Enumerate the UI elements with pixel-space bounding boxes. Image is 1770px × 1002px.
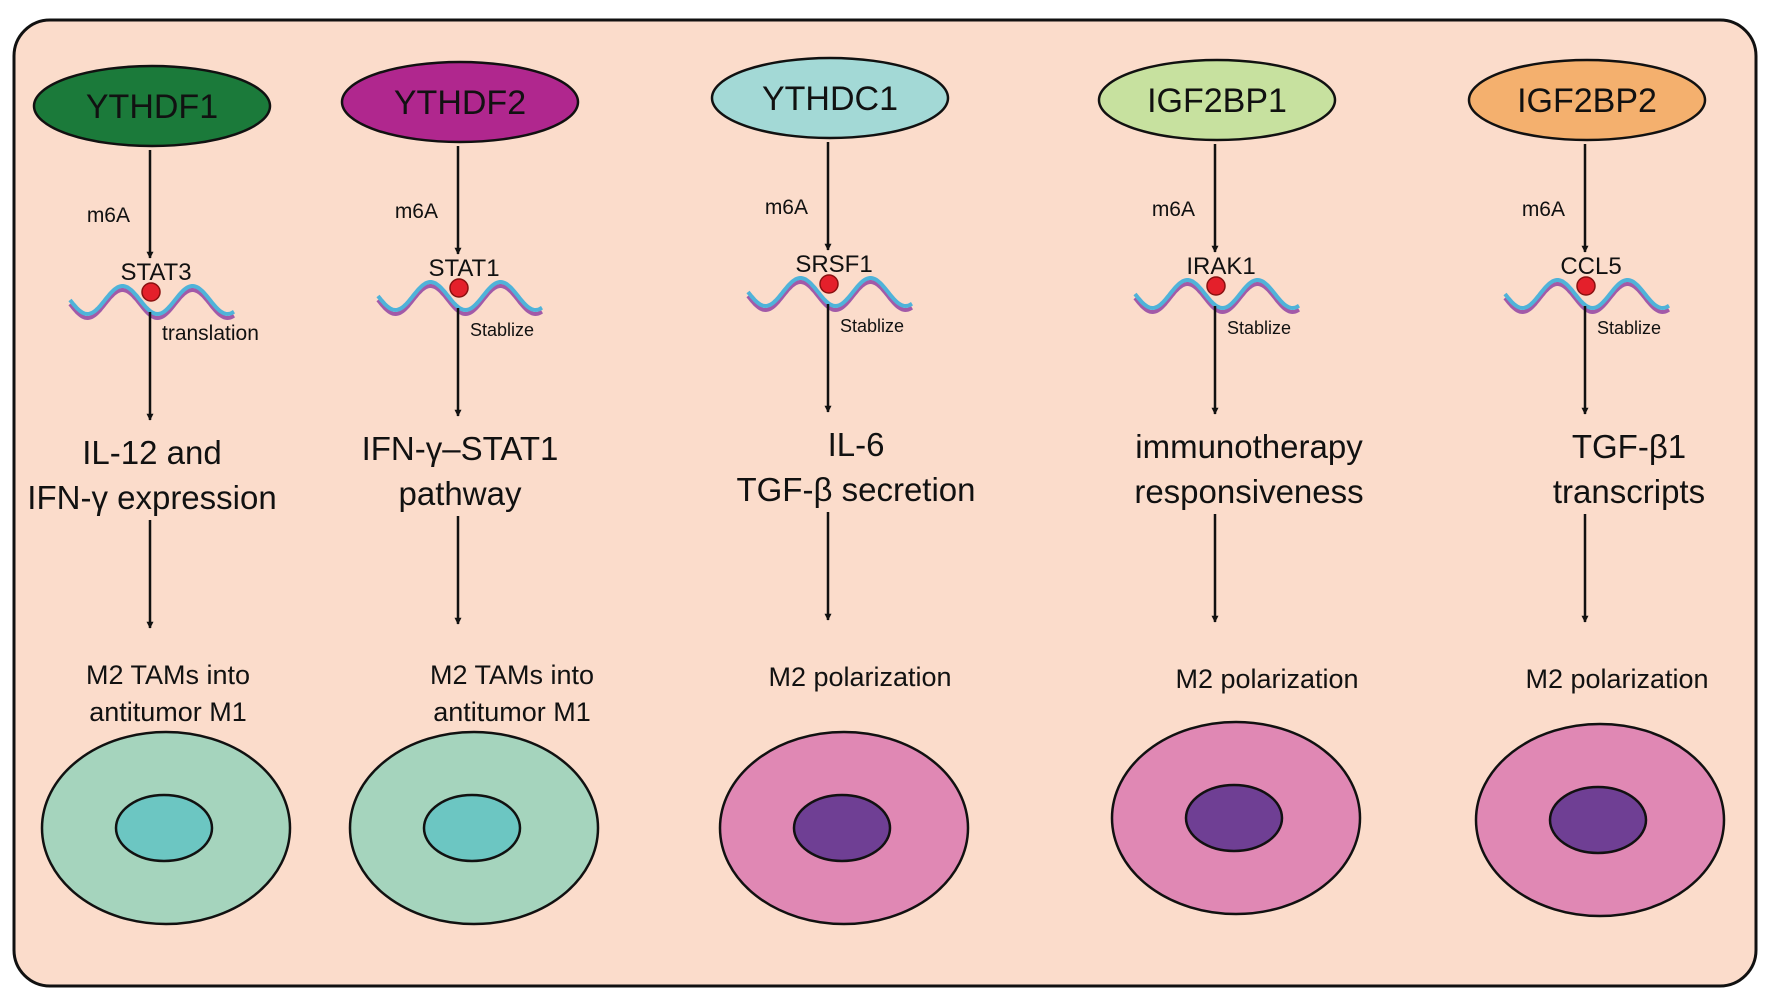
macrophage-result-line: M2 TAMs into bbox=[430, 660, 594, 690]
reader-name: YTHDF1 bbox=[86, 88, 218, 126]
m2-macrophage-icon bbox=[1110, 720, 1362, 916]
modification-label: m6A bbox=[395, 200, 438, 223]
m6a-site-icon bbox=[819, 274, 839, 294]
target-gene-label: STAT3 bbox=[120, 259, 191, 286]
macrophage-result-line: M2 polarization bbox=[1175, 664, 1358, 694]
reader-protein-ellipse bbox=[340, 60, 580, 144]
downstream-outcome-line: TGF-β1 bbox=[1572, 428, 1686, 465]
target-gene-label: CCL5 bbox=[1560, 253, 1621, 280]
macrophage-result-line: antitumor M1 bbox=[433, 697, 591, 727]
reader-name: YTHDF2 bbox=[394, 84, 526, 122]
mrna-strand bbox=[746, 280, 913, 313]
m2-macrophage-icon bbox=[718, 730, 970, 926]
mrna-strand bbox=[1133, 278, 1300, 311]
modification-label: m6A bbox=[765, 196, 808, 219]
cell-nucleus bbox=[1184, 783, 1284, 853]
reader-protein-ellipse bbox=[710, 56, 950, 140]
mrna-strand bbox=[376, 284, 543, 317]
mrna-strand bbox=[1133, 282, 1300, 315]
macrophage-result-line: M2 polarization bbox=[1525, 664, 1708, 694]
modification-label: m6A bbox=[87, 204, 130, 227]
cell-nucleus bbox=[422, 793, 522, 863]
cell-nucleus bbox=[792, 793, 892, 863]
macrophage-result-line: M2 TAMs into bbox=[86, 660, 250, 690]
downstream-outcome-line: IL-12 and bbox=[82, 434, 221, 471]
downstream-outcome-line: IFN-γ–STAT1 bbox=[362, 430, 559, 467]
regulation-effect-label: Stablize bbox=[840, 316, 904, 336]
mrna-strand bbox=[68, 284, 235, 317]
reader-protein-ellipse bbox=[32, 64, 272, 148]
downstream-outcome-line: IFN-γ expression bbox=[27, 479, 276, 516]
m6a-site-icon bbox=[1576, 276, 1596, 296]
modification-label: m6A bbox=[1152, 198, 1195, 221]
macrophage-result-line: M2 polarization bbox=[768, 662, 951, 692]
mrna-strand bbox=[68, 288, 235, 321]
macrophage-result-line: antitumor M1 bbox=[89, 697, 247, 727]
reader-name: IGF2BP1 bbox=[1147, 82, 1287, 120]
m2-macrophage-icon bbox=[1474, 722, 1726, 918]
m6a-site-icon bbox=[1206, 276, 1226, 296]
target-gene-label: IRAK1 bbox=[1186, 253, 1255, 280]
cell-nucleus bbox=[114, 793, 214, 863]
downstream-outcome-line: TGF-β secretion bbox=[736, 471, 975, 508]
target-gene-label: SRSF1 bbox=[795, 251, 872, 278]
downstream-outcome-line: IL-6 bbox=[828, 426, 885, 463]
mrna-strand bbox=[1503, 278, 1670, 311]
target-gene-label: STAT1 bbox=[428, 255, 499, 282]
regulation-effect-label: translation bbox=[162, 322, 259, 345]
downstream-outcome-line: pathway bbox=[399, 475, 522, 512]
modification-label: m6A bbox=[1522, 198, 1565, 221]
m1-macrophage-icon bbox=[348, 730, 600, 926]
reader-name: YTHDC1 bbox=[762, 80, 898, 118]
reader-name: IGF2BP2 bbox=[1517, 82, 1657, 120]
mrna-strand bbox=[1503, 282, 1670, 315]
cell-nucleus bbox=[1548, 785, 1648, 855]
mrna-strand bbox=[746, 276, 913, 309]
reader-protein-ellipse bbox=[1467, 58, 1707, 142]
m1-macrophage-icon bbox=[40, 730, 292, 926]
mrna-strand bbox=[376, 280, 543, 313]
downstream-outcome-line: immunotherapy bbox=[1135, 428, 1363, 465]
m6a-site-icon bbox=[141, 282, 161, 302]
downstream-outcome-line: transcripts bbox=[1553, 473, 1705, 510]
downstream-outcome-line: responsiveness bbox=[1134, 473, 1363, 510]
regulation-effect-label: Stablize bbox=[470, 320, 534, 340]
reader-protein-ellipse bbox=[1097, 58, 1337, 142]
regulation-effect-label: Stablize bbox=[1227, 318, 1291, 338]
m6a-site-icon bbox=[449, 278, 469, 298]
regulation-effect-label: Stablize bbox=[1597, 318, 1661, 338]
